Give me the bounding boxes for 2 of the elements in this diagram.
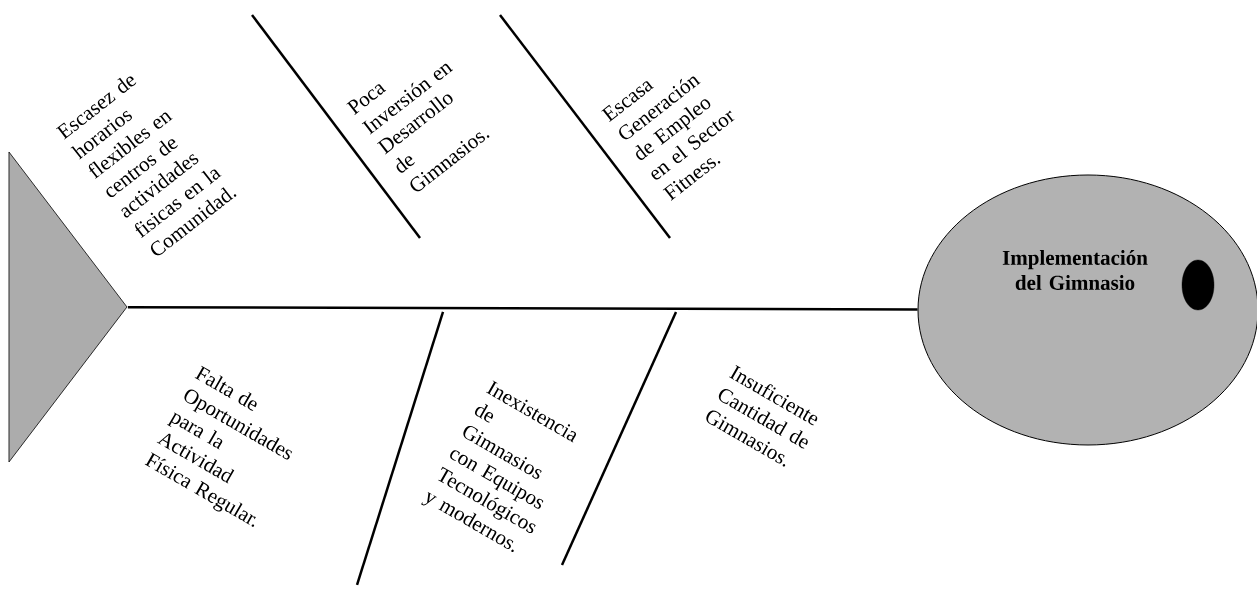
dot bbox=[1181, 259, 1215, 311]
spine-line bbox=[127, 305, 918, 311]
